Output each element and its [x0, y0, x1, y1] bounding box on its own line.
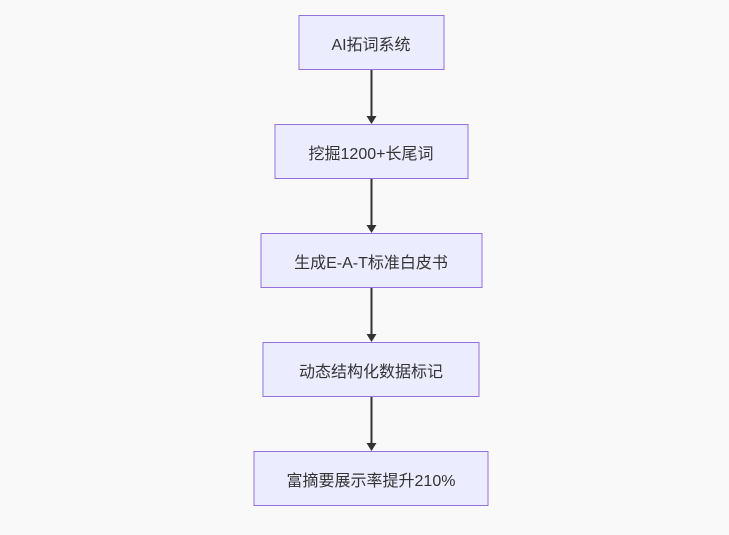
arrow-shaft — [370, 288, 372, 334]
flowchart-node-step-3: 生成E-A-T标准白皮书 — [260, 233, 482, 288]
node-label-step-5: 富摘要展示率提升210% — [286, 472, 456, 490]
arrowhead-down-icon — [366, 443, 376, 451]
arrow-shaft — [370, 397, 372, 443]
node-label-step-2: 挖掘1200+长尾词 — [308, 145, 434, 163]
flowchart: AI拓词系统 挖掘1200+长尾词 生成E-A-T标准白皮书 动态结构化数据标记 — [253, 15, 489, 506]
flowchart-node-step-5: 富摘要展示率提升210% — [253, 451, 489, 506]
flow-edge-4-5 — [366, 397, 376, 451]
node-label-step-3: 生成E-A-T标准白皮书 — [294, 254, 448, 272]
flow-edge-3-4 — [366, 288, 376, 342]
flowchart-node-step-4: 动态结构化数据标记 — [262, 342, 480, 397]
flow-edge-1-2 — [366, 70, 376, 124]
arrowhead-down-icon — [366, 225, 376, 233]
arrow-shaft — [370, 70, 372, 116]
flowchart-node-step-2: 挖掘1200+长尾词 — [274, 124, 468, 179]
arrowhead-down-icon — [366, 116, 376, 124]
arrow-shaft — [370, 179, 372, 225]
arrowhead-down-icon — [366, 334, 376, 342]
node-label-step-1: AI拓词系统 — [331, 36, 411, 54]
flow-edge-2-3 — [366, 179, 376, 233]
flowchart-node-step-1: AI拓词系统 — [298, 15, 444, 70]
node-label-step-4: 动态结构化数据标记 — [298, 363, 443, 381]
